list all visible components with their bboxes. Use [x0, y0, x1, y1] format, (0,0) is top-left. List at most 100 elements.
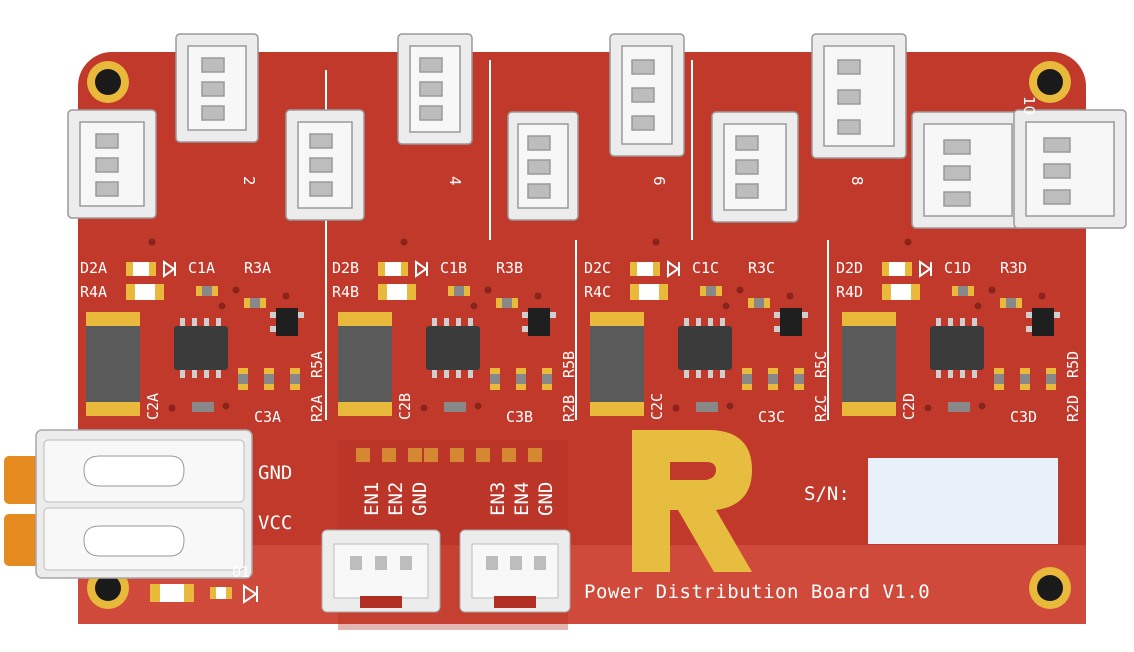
via — [726, 402, 734, 410]
gnd-left-label: GND — [409, 482, 431, 516]
en4-label: EN4 — [511, 482, 533, 516]
en3-label: EN3 — [487, 482, 509, 516]
label-r3: R3A — [244, 259, 271, 277]
via — [420, 404, 428, 412]
resistor-r3 — [496, 298, 518, 308]
via — [722, 302, 730, 310]
smd-part — [290, 368, 300, 390]
transistor — [780, 308, 802, 336]
connector-number-labels: 2 4 6 8 10 — [240, 96, 1038, 186]
diode-symbol-icon — [667, 260, 680, 278]
via — [978, 402, 986, 410]
label-r4: R4A — [80, 283, 107, 301]
smd-part — [490, 368, 500, 390]
label-r2: R2D — [1064, 395, 1082, 422]
label-r4: R4D — [836, 283, 863, 301]
smd-part — [794, 368, 804, 390]
label-c1: C1A — [188, 259, 215, 277]
via — [484, 286, 492, 294]
label-r4: R4B — [332, 283, 359, 301]
resistor-r4 — [882, 284, 920, 300]
label-c3: C3C — [758, 408, 785, 426]
via — [168, 404, 176, 412]
diode-symbol — [243, 584, 258, 604]
label-r3: R3B — [496, 259, 523, 277]
resistor-r3 — [1000, 298, 1022, 308]
smd-part — [516, 368, 526, 390]
led-d2 — [882, 262, 912, 276]
via — [534, 292, 542, 300]
smd-part — [994, 368, 1004, 390]
capacitor-c3 — [948, 402, 970, 412]
enable-connector-right — [459, 529, 571, 613]
smd-part — [1020, 368, 1030, 390]
via — [474, 402, 482, 410]
ic-chip — [930, 326, 984, 370]
label-c1: C1B — [440, 259, 467, 277]
label-c3: C3D — [1010, 408, 1037, 426]
via — [470, 302, 478, 310]
transistor — [1032, 308, 1054, 336]
ic-chip — [174, 326, 228, 370]
label-r5: R5D — [1064, 351, 1082, 378]
enable-connector-left — [321, 529, 441, 613]
resistor-r3 — [748, 298, 770, 308]
power-led — [150, 584, 232, 602]
diode-symbol-icon — [163, 260, 176, 278]
via — [736, 286, 744, 294]
label-r2: R2C — [812, 395, 830, 422]
capacitor-c3 — [444, 402, 466, 412]
serial-number-box — [868, 458, 1058, 544]
via — [218, 302, 226, 310]
label-c3: C3B — [506, 408, 533, 426]
via — [222, 402, 230, 410]
via — [672, 404, 680, 412]
ic-chip — [678, 326, 732, 370]
terminal-lever-top — [4, 456, 44, 504]
serial-label: S/N: — [804, 483, 850, 505]
connector-6 — [609, 33, 685, 157]
label-d2: D2A — [80, 259, 107, 277]
resistor-r4 — [126, 284, 164, 300]
via — [988, 286, 996, 294]
resistor-r3 — [244, 298, 266, 308]
via — [974, 302, 982, 310]
smd-part — [1046, 368, 1056, 390]
diode-symbol-icon — [415, 260, 428, 278]
gnd-right-label: GND — [535, 482, 557, 516]
connector-10 — [1013, 109, 1127, 229]
smd-part — [742, 368, 752, 390]
label-r2: R2B — [560, 395, 578, 422]
smd-part — [264, 368, 274, 390]
via — [400, 238, 408, 246]
mounting-hole-top-right — [1029, 61, 1071, 103]
label-d2: D2C — [584, 259, 611, 277]
label-d2: D2D — [836, 259, 863, 277]
connector-4 — [397, 33, 473, 145]
label-c1: C1D — [944, 259, 971, 277]
capacitor-c1 — [196, 286, 218, 296]
connector-7 — [711, 111, 799, 223]
connector-8 — [811, 33, 907, 159]
gnd-label: GND — [258, 462, 292, 484]
ic-chip — [426, 326, 480, 370]
enable-pads — [356, 448, 542, 462]
board-title: Power Distribution Board V1.0 — [584, 581, 930, 603]
via — [232, 286, 240, 294]
resistor-r4 — [630, 284, 668, 300]
capacitor-c1 — [448, 286, 470, 296]
capacitor-c3 — [192, 402, 214, 412]
label-c2: C2B — [396, 393, 414, 420]
logo-r — [632, 430, 752, 572]
via — [786, 292, 794, 300]
resistor-r4 — [378, 284, 416, 300]
via — [904, 238, 912, 246]
power-terminal-block — [4, 429, 253, 579]
connector-number-4: 4 — [446, 176, 464, 186]
